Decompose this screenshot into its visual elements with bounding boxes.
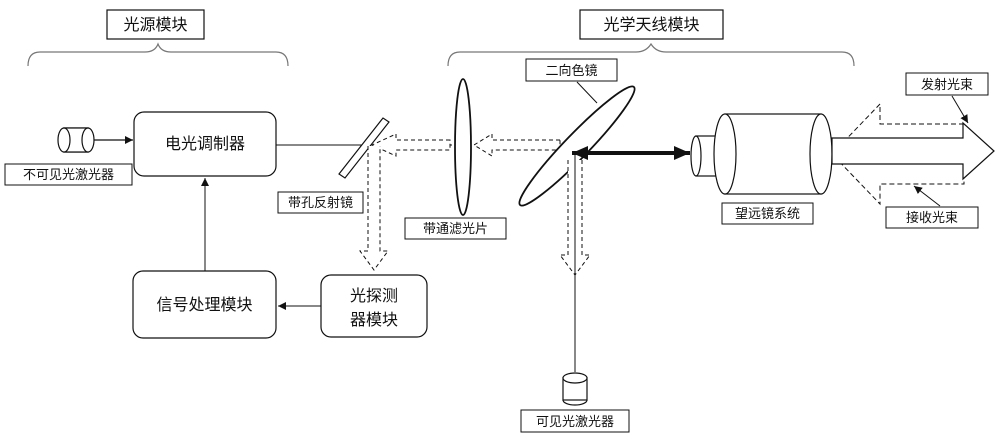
telescope-system-label: 望远镜系统: [735, 206, 800, 222]
optical-antenna-module-brace: [447, 42, 855, 67]
photodetector-label-line1: 光探测: [350, 286, 398, 305]
invisible-laser-label-box: 不可见光激光器: [4, 163, 133, 186]
bandpass-filter: [454, 78, 472, 216]
dichroic-label-pointer: [576, 81, 598, 104]
transmit-beam-arrow: [831, 121, 995, 181]
visible-laser-label-box: 可见光激光器: [520, 409, 630, 433]
holed-mirror-label-box: 带孔反射镜: [277, 191, 364, 214]
transmit-beam-label-box: 发射光束: [905, 72, 989, 96]
receive-beam-label: 接收光束: [906, 210, 958, 226]
light-source-module-brace: [27, 42, 289, 67]
transmit-label-pointer: [951, 95, 969, 124]
signal-processing-block: 信号处理模块: [132, 270, 277, 339]
holed-mirror: [338, 117, 390, 179]
light-source-module-label: 光源模块: [123, 15, 187, 34]
dichroic-mirror-label-box: 二向色镜: [525, 58, 618, 82]
telescope-system: [690, 113, 833, 195]
invisible-laser-label: 不可见光激光器: [23, 168, 114, 183]
photodetector-block: 光探测 器模块: [320, 274, 428, 338]
bandpass-filter-label-box: 带通滤光片: [404, 217, 507, 240]
visible-laser-label: 可见光激光器: [536, 415, 614, 430]
telescope-system-label-box: 望远镜系统: [721, 202, 814, 225]
invisible-laser: [57, 127, 95, 153]
bandpass-filter-label: 带通滤光片: [423, 222, 488, 237]
visible-laser: [562, 372, 588, 406]
optical-antenna-module-header: 光学天线模块: [579, 9, 724, 40]
receive-label-pointer: [913, 185, 941, 207]
transmit-beam-label: 发射光束: [921, 77, 973, 93]
received-beam-to-detector: [359, 146, 389, 271]
holed-mirror-label: 带孔反射镜: [288, 195, 353, 211]
optical-antenna-module-label: 光学天线模块: [603, 15, 699, 34]
received-beam-to-holed-mirror: [370, 133, 451, 157]
photodetector-label-line2: 器模块: [350, 310, 398, 329]
dichroic-mirror-label: 二向色镜: [545, 63, 597, 79]
receive-beam-label-box: 接收光束: [885, 206, 979, 229]
eo-modulator-block: 电光调制器: [133, 111, 277, 177]
eo-modulator-label: 电光调制器: [165, 134, 245, 153]
signal-processing-label: 信号处理模块: [156, 295, 252, 314]
light-source-module-header: 光源模块: [106, 9, 205, 40]
received-beam-filter-to-dichroic: [473, 133, 561, 157]
